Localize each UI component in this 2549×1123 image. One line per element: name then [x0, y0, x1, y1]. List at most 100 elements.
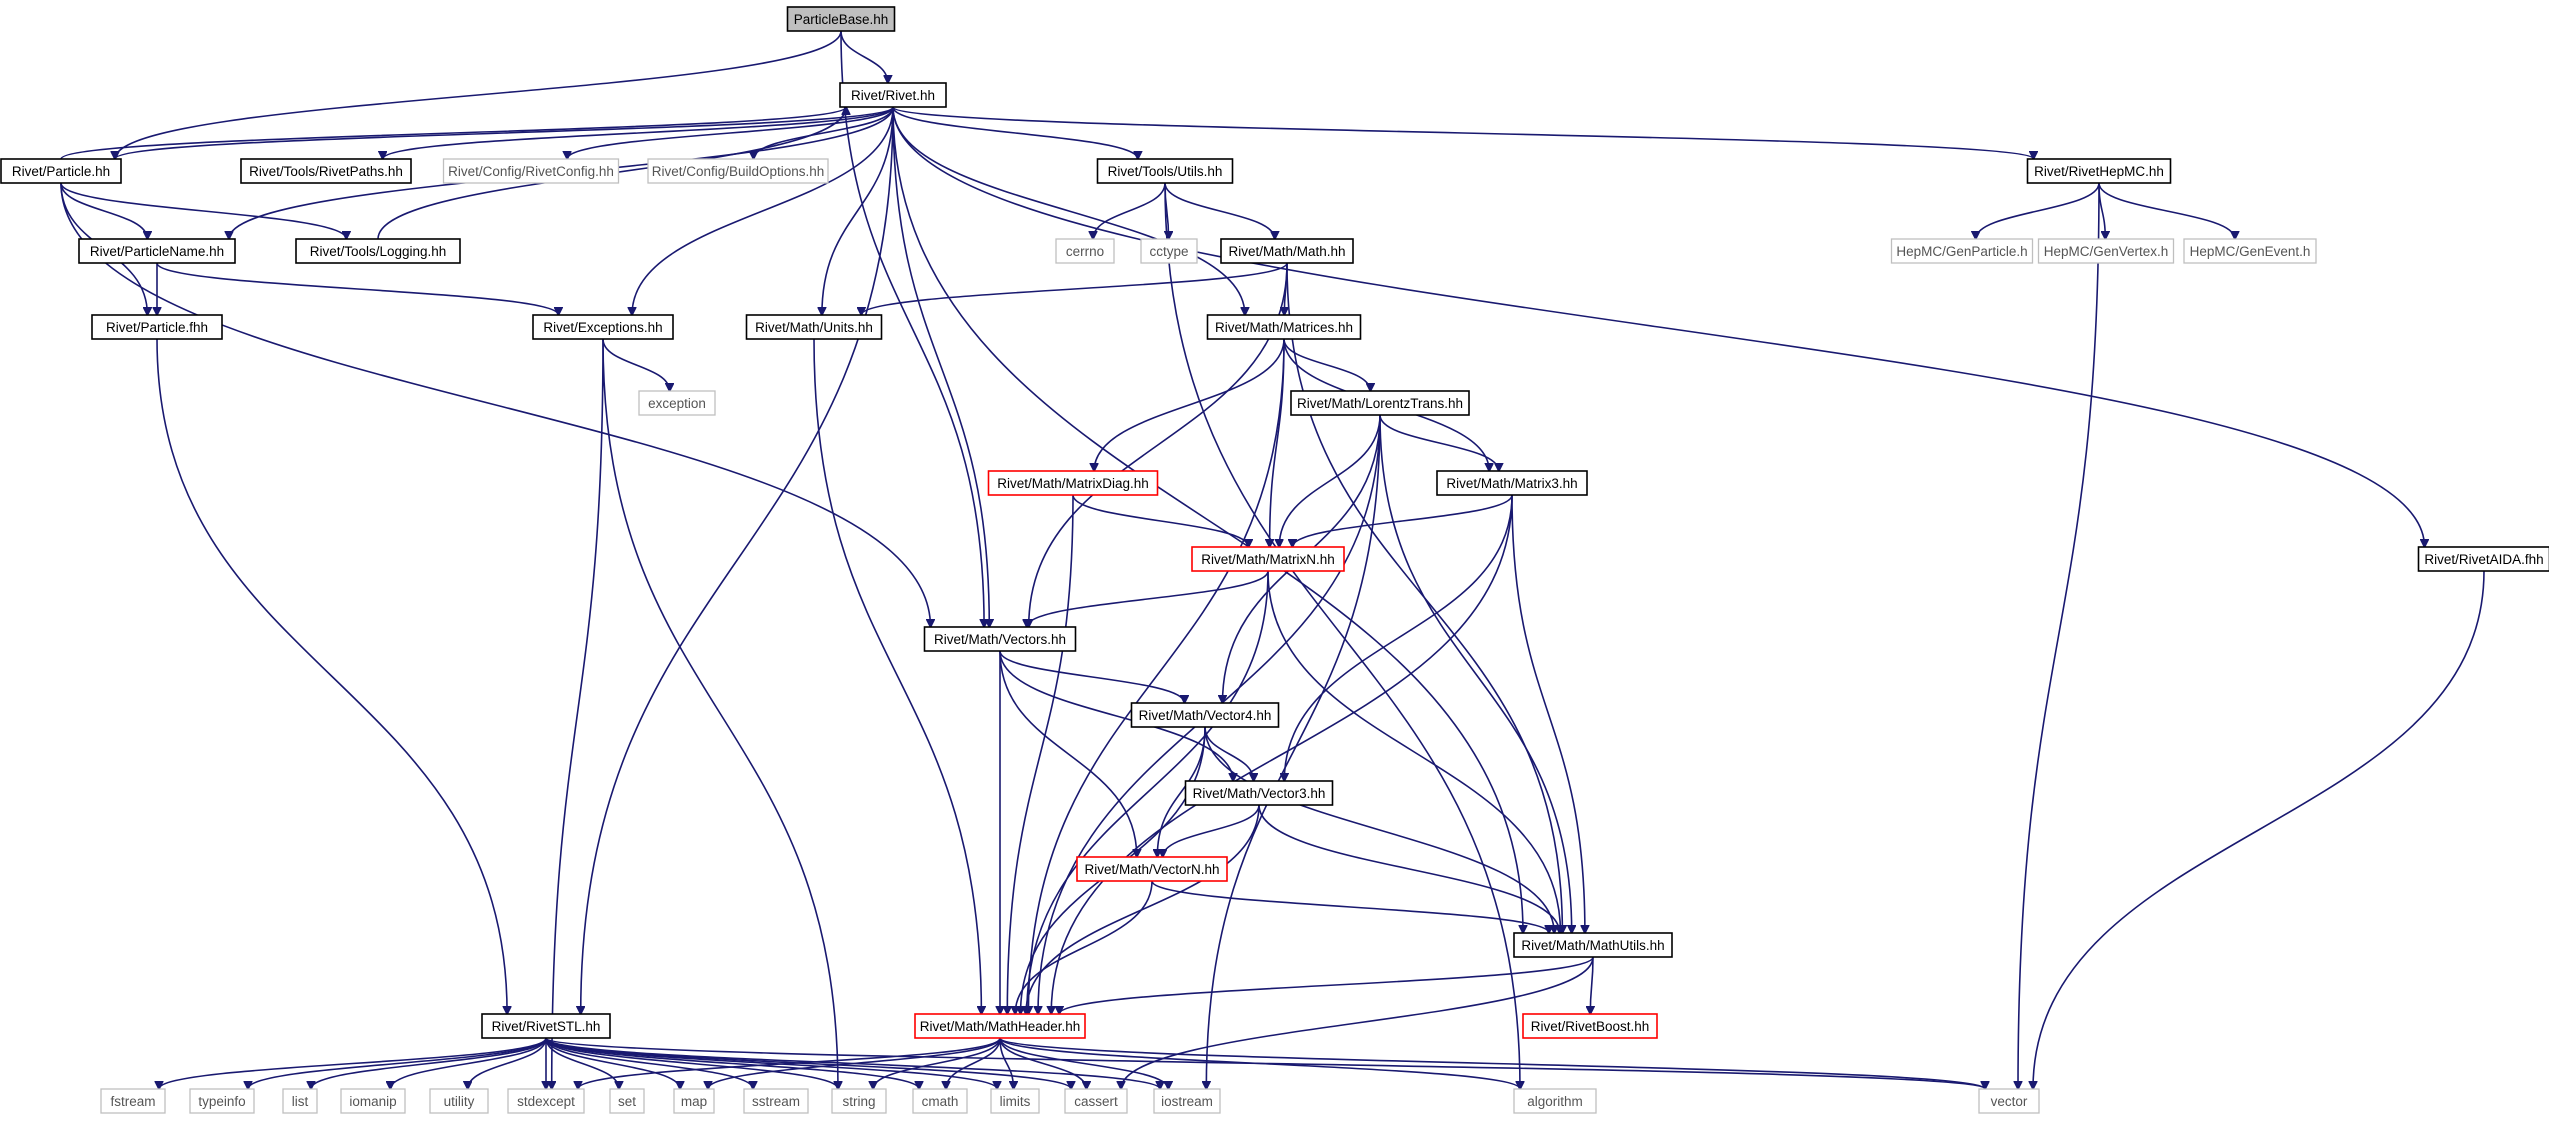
node-box — [2183, 238, 2317, 264]
graph-node-vector4[interactable]: Rivet/Math/Vector4.hh — [1130, 702, 1280, 728]
graph-node-matrixdiag[interactable]: Rivet/Math/MatrixDiag.hh — [987, 470, 1159, 496]
node-box — [638, 390, 716, 416]
graph-node-buildoptions[interactable]: Rivet/Config/BuildOptions.hh — [647, 158, 829, 184]
node-label: HepMC/GenEvent.h — [2190, 244, 2311, 259]
edge-rivetstl-to-cmath — [545, 1037, 919, 1089]
graph-node-iostream[interactable]: iostream — [1153, 1088, 1221, 1114]
graph-node-genvertex[interactable]: HepMC/GenVertex.h — [2037, 238, 2175, 264]
graph-node-particle[interactable]: Rivet/Particle.hh — [0, 158, 122, 184]
edge-matrices-to-matrixn — [1270, 338, 1285, 547]
graph-node-mathheader[interactable]: Rivet/Math/MathHeader.hh — [914, 1013, 1086, 1039]
graph-node-math[interactable]: Rivet/Math/Math.hh — [1220, 238, 1354, 264]
graph-node-rivetconfig[interactable]: Rivet/Config/RivetConfig.hh — [442, 158, 620, 184]
node-label: Rivet/Particle.fhh — [106, 320, 208, 335]
graph-node-vectorn[interactable]: Rivet/Math/VectorN.hh — [1076, 856, 1228, 882]
graph-node-cassert[interactable]: cassert — [1064, 1088, 1128, 1114]
graph-node-iomanip[interactable]: iomanip — [340, 1088, 406, 1114]
edge-rivet-to-mathutils — [892, 106, 1523, 933]
graph-node-lorentztrans[interactable]: Rivet/Math/LorentzTrans.hh — [1290, 390, 1470, 416]
graph-node-particlebase[interactable]: ParticleBase.hh — [786, 6, 896, 32]
edge-mathheader-to-stdexcept — [578, 1037, 1001, 1089]
node-box — [295, 238, 461, 264]
graph-node-matrix3[interactable]: Rivet/Math/Matrix3.hh — [1436, 470, 1588, 496]
graph-node-rivetaida[interactable]: Rivet/RivetAIDA.fhh — [2417, 546, 2549, 572]
graph-node-exceptions[interactable]: Rivet/Exceptions.hh — [532, 314, 674, 340]
edge-mathheader-to-map — [708, 1037, 1001, 1089]
graph-node-genevent[interactable]: HepMC/GenEvent.h — [2183, 238, 2317, 264]
node-box — [0, 158, 122, 184]
node-box — [1076, 856, 1228, 882]
graph-node-mathutils[interactable]: Rivet/Math/MathUtils.hh — [1513, 932, 1673, 958]
graph-node-set[interactable]: set — [609, 1088, 645, 1114]
edge-mathutils-to-rivetboost — [1590, 956, 1593, 1014]
edge-lorentztrans-to-mathutils — [1379, 414, 1572, 933]
graph-node-genparticle[interactable]: HepMC/GenParticle.h — [1890, 238, 2034, 264]
graph-node-particlefhh[interactable]: Rivet/Particle.fhh — [91, 314, 223, 340]
node-label: Rivet/Config/RivetConfig.hh — [448, 164, 614, 179]
graph-node-map[interactable]: map — [673, 1088, 715, 1114]
node-box — [647, 158, 829, 184]
graph-node-matrices[interactable]: Rivet/Math/Matrices.hh — [1206, 314, 1362, 340]
graph-node-exception[interactable]: exception — [638, 390, 716, 416]
edge-matrixn-to-mathutils — [1267, 570, 1561, 933]
node-label: Rivet/Math/MatrixN.hh — [1201, 552, 1335, 567]
node-box — [507, 1088, 585, 1114]
edge-mathheader-to-algorithm — [999, 1037, 1520, 1089]
graph-node-rivetboost[interactable]: Rivet/RivetBoost.hh — [1522, 1013, 1658, 1039]
graph-node-stdexcept[interactable]: stdexcept — [507, 1088, 585, 1114]
graph-node-vectors[interactable]: Rivet/Math/Vectors.hh — [923, 626, 1077, 652]
node-box — [1978, 1088, 2040, 1114]
graph-node-rivethepmc[interactable]: Rivet/RivetHepMC.hh — [2026, 158, 2172, 184]
graph-node-units[interactable]: Rivet/Math/Units.hh — [745, 314, 883, 340]
node-label: cassert — [1074, 1094, 1118, 1109]
graph-node-particlename[interactable]: Rivet/ParticleName.hh — [78, 238, 236, 264]
graph-node-matrixn[interactable]: Rivet/Math/MatrixN.hh — [1191, 546, 1345, 572]
node-box — [1064, 1088, 1128, 1114]
node-box — [2037, 238, 2175, 264]
graph-node-cctype[interactable]: cctype — [1140, 238, 1198, 264]
node-label: Rivet/Math/Math.hh — [1228, 244, 1345, 259]
graph-node-fstream[interactable]: fstream — [100, 1088, 166, 1114]
edge-mathheader-to-string — [873, 1037, 1001, 1089]
graph-node-typeinfo[interactable]: typeinfo — [189, 1088, 255, 1114]
node-label: sstream — [752, 1094, 800, 1109]
graph-node-rivet[interactable]: Rivet/Rivet.hh — [839, 82, 947, 108]
edge-rivet-to-units — [822, 106, 894, 315]
edge-mathutils-to-mathheader — [1059, 956, 1594, 1014]
graph-node-limits[interactable]: limits — [990, 1088, 1040, 1114]
graph-node-rivetpaths[interactable]: Rivet/Tools/RivetPaths.hh — [240, 158, 412, 184]
node-label: iostream — [1161, 1094, 1213, 1109]
graph-node-algorithm[interactable]: algorithm — [1513, 1088, 1597, 1114]
node-label: Rivet/Math/Vectors.hh — [934, 632, 1066, 647]
graph-node-logging[interactable]: Rivet/Tools/Logging.hh — [295, 238, 461, 264]
graph-node-vector3[interactable]: Rivet/Math/Vector3.hh — [1184, 780, 1334, 806]
graph-node-list[interactable]: list — [282, 1088, 318, 1114]
node-label: list — [292, 1094, 309, 1109]
graph-node-sstream[interactable]: sstream — [743, 1088, 809, 1114]
edge-lorentztrans-to-matrix3 — [1379, 414, 1499, 471]
node-box — [609, 1088, 645, 1114]
node-label: Rivet/Math/VectorN.hh — [1084, 862, 1219, 877]
node-label: fstream — [110, 1094, 155, 1109]
edge-rivetstl-to-map — [545, 1037, 680, 1089]
node-box — [1153, 1088, 1221, 1114]
edge-matrixn-to-vectors — [1027, 570, 1269, 627]
edge-matrixn-to-mathheader — [1027, 570, 1269, 1014]
graph-node-rivetstl[interactable]: Rivet/RivetSTL.hh — [481, 1013, 611, 1039]
graph-node-string[interactable]: string — [831, 1088, 887, 1114]
node-box — [1140, 238, 1198, 264]
graph-node-utility[interactable]: utility — [429, 1088, 489, 1114]
edge-mathheader-to-cassert — [999, 1037, 1086, 1089]
graph-node-cmath[interactable]: cmath — [912, 1088, 968, 1114]
graph-node-cerrno[interactable]: cerrno — [1055, 238, 1115, 264]
node-box — [1130, 702, 1280, 728]
edge-rivetstl-to-cassert — [545, 1037, 1071, 1089]
graph-node-vector[interactable]: vector — [1978, 1088, 2040, 1114]
edge-rivetstl-to-iomanip — [390, 1037, 547, 1089]
edge-vectorn-to-mathutils — [1151, 880, 1549, 933]
node-box — [532, 314, 674, 340]
node-label: Rivet/RivetBoost.hh — [1531, 1019, 1650, 1034]
node-box — [2026, 158, 2172, 184]
edge-rivet-to-rivetaida — [892, 106, 2425, 547]
graph-node-utils[interactable]: Rivet/Tools/Utils.hh — [1096, 158, 1234, 184]
